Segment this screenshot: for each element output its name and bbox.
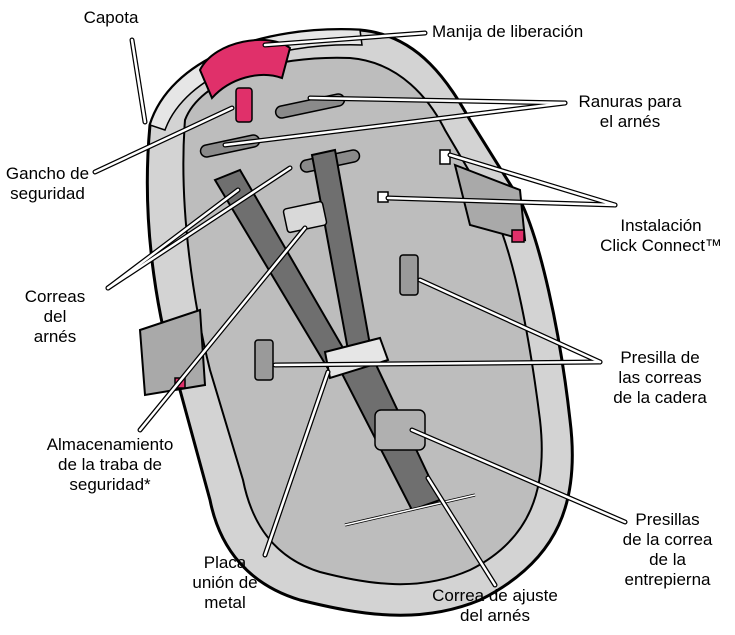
label-manija: Manija de liberación	[432, 22, 583, 42]
side-handle-left	[140, 310, 205, 395]
label-presillas-line1: Presillas	[610, 510, 725, 530]
label-ranuras-line1: Ranuras para	[560, 92, 700, 112]
label-presilla-line1: Presilla de	[595, 348, 725, 368]
label-placa-line1: Placa	[175, 553, 275, 573]
hip-strap-clip	[255, 340, 273, 380]
label-correas-line1: Correas	[10, 287, 100, 307]
label-gancho-line2: seguridad	[0, 184, 95, 204]
label-capota-line: Capota	[66, 8, 156, 28]
label-ranuras: Ranuras para el arnés	[560, 92, 700, 132]
safety-hook	[236, 88, 252, 122]
label-correas-line2: del	[10, 307, 100, 327]
label-instalacion-line2: Click Connect™	[596, 236, 726, 256]
label-presillas-line2: de la correa	[610, 530, 725, 550]
label-almacen-line3: seguridad*	[25, 475, 195, 495]
label-ajuste-line1: Correa de ajuste	[410, 586, 580, 606]
label-almacen-line2: de la traba de	[25, 455, 195, 475]
label-gancho-line1: Gancho de	[0, 164, 95, 184]
label-gancho: Gancho de seguridad	[0, 164, 95, 204]
label-almacenamiento: Almacenamiento de la traba de seguridad*	[25, 435, 195, 495]
label-presillas-line3: de la	[610, 550, 725, 570]
label-presillas-entrepierna: Presillas de la correa de la entrepierna	[610, 510, 725, 590]
label-presilla-line2: las correas	[595, 368, 725, 388]
label-correas-line3: arnés	[10, 327, 100, 347]
label-placa-line2: unión de	[175, 573, 275, 593]
label-presilla-line3: de la cadera	[595, 388, 725, 408]
label-almacen-line1: Almacenamiento	[25, 435, 195, 455]
label-instalacion-line1: Instalación	[596, 216, 726, 236]
label-presilla-cadera: Presilla de las correas de la cadera	[595, 348, 725, 408]
label-correa-ajuste: Correa de ajuste del arnés	[410, 586, 580, 626]
side-handle-right-tip	[512, 230, 524, 242]
label-presillas-line4: entrepierna	[610, 570, 725, 590]
label-placa-line3: metal	[175, 593, 275, 613]
label-instalacion: Instalación Click Connect™	[596, 216, 726, 256]
label-ajuste-line2: del arnés	[410, 606, 580, 626]
label-capota: Capota	[66, 8, 156, 28]
label-manija-line: Manija de liberación	[432, 22, 583, 42]
label-placa: Placa unión de metal	[175, 553, 275, 613]
hip-strap-clip	[400, 255, 418, 295]
label-ranuras-line2: el arnés	[560, 112, 700, 132]
label-correas: Correas del arnés	[10, 287, 100, 347]
